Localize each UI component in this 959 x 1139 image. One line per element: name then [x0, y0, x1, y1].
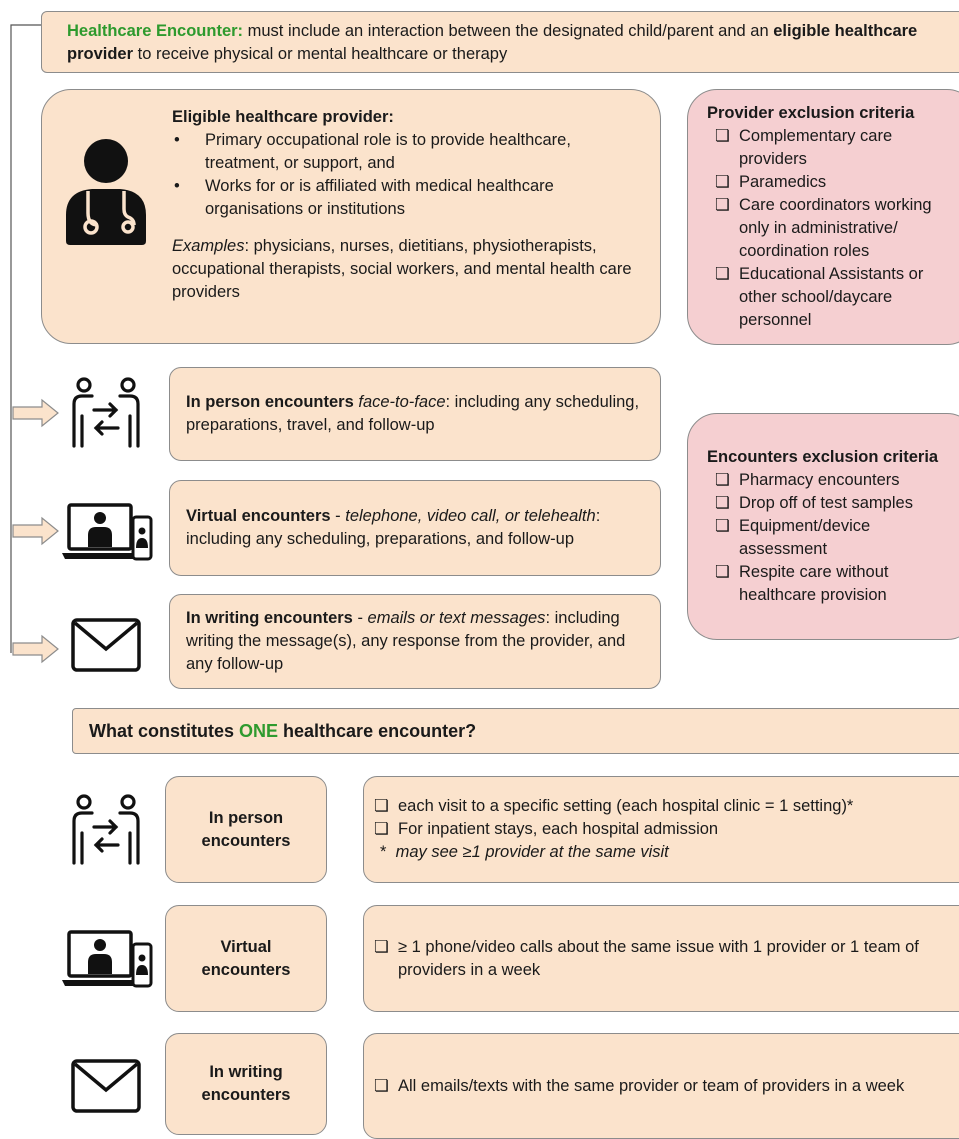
- list-item: ❏≥ 1 phone/video calls about the same is…: [374, 937, 919, 979]
- list-item: ❏Respite care without healthcare provisi…: [715, 563, 889, 604]
- one-encounter-heading-box: What constitutes ONE healthcare encounte…: [72, 708, 959, 754]
- checkbox-icon: ❏: [715, 265, 730, 283]
- list-item: ❏Complementary care providers: [715, 127, 893, 168]
- checkbox-icon: ❏: [374, 820, 389, 838]
- definition-list: ❏≥ 1 phone/video calls about the same is…: [366, 936, 936, 982]
- list-item: ❏For inpatient stays, each hospital admi…: [366, 818, 936, 841]
- definition-label-in-writing: In writing encounters: [165, 1033, 327, 1135]
- envelope-icon: [71, 618, 141, 672]
- footnote: * may see ≥1 provider at the same visit: [380, 843, 669, 861]
- arrow-right-icon: [12, 398, 59, 428]
- encounter-exclusion-title: Encounters exclusion criteria: [707, 448, 939, 466]
- list-item: Primary occupational role is to provide …: [172, 129, 642, 175]
- checkbox-icon: ❏: [715, 563, 730, 581]
- checkbox-icon: ❏: [715, 471, 730, 489]
- arrow-right-icon: [12, 516, 59, 546]
- checkbox-icon: ❏: [374, 1076, 389, 1095]
- definition-detail-virtual: ❏≥ 1 phone/video calls about the same is…: [363, 905, 959, 1012]
- virtual-encounters-box: Virtual encounters - telephone, video ca…: [169, 480, 661, 576]
- healthcare-encounter-definition: Healthcare Encounter: must include an in…: [41, 11, 959, 73]
- in-writing-encounters-box: In writing encounters - emails or text m…: [169, 594, 661, 689]
- provider-exclusion-title: Provider exclusion criteria: [707, 104, 915, 122]
- definition-detail-in-writing: ❏All emails/texts with the same provider…: [363, 1033, 959, 1139]
- in-person-exchange-icon: [72, 377, 140, 448]
- in-person-encounters-box: In person encounters face-to-face: inclu…: [169, 367, 661, 461]
- definition-title: Healthcare Encounter:: [67, 22, 244, 40]
- doctor-icon: [66, 139, 146, 245]
- checkbox-icon: ❏: [715, 127, 730, 145]
- checkbox-icon: ❏: [715, 196, 730, 214]
- checkbox-icon: ❏: [715, 173, 730, 191]
- list-item: ❏Pharmacy encounters: [707, 469, 947, 492]
- list-item: ❏Paramedics: [707, 171, 947, 194]
- in-person-exchange-icon: [72, 794, 140, 865]
- checkbox-icon: ❏: [374, 937, 389, 956]
- virtual-laptop-phone-icon: [62, 930, 153, 988]
- definition-label-in-person: In person encounters: [165, 776, 327, 883]
- list-item: ❏each visit to a specific setting (each …: [366, 795, 936, 818]
- arrow-right-icon: [12, 634, 59, 664]
- eligible-provider-box: Eligible healthcare provider: Primary oc…: [41, 89, 661, 344]
- definition-text: Healthcare Encounter: must include an in…: [67, 22, 918, 63]
- list-item: ❏All emails/texts with the same provider…: [366, 1075, 936, 1098]
- checkbox-icon: ❏: [715, 517, 730, 535]
- provider-exclusion-list: ❏Complementary care providers ❏Paramedic…: [707, 125, 947, 332]
- provider-examples: Examples: physicians, nurses, dietitians…: [172, 237, 632, 301]
- provider-criteria-list: Primary occupational role is to provide …: [172, 129, 642, 221]
- definition-list: ❏All emails/texts with the same provider…: [366, 1075, 936, 1098]
- encounter-exclusion-box: Encounters exclusion criteria ❏Pharmacy …: [687, 413, 959, 640]
- encounter-exclusion-list: ❏Pharmacy encounters ❏Drop off of test s…: [707, 469, 947, 607]
- virtual-laptop-phone-icon: [62, 503, 153, 561]
- definition-list: ❏each visit to a specific setting (each …: [366, 795, 936, 841]
- one-encounter-heading: What constitutes ONE healthcare encounte…: [89, 720, 477, 741]
- checkbox-icon: ❏: [374, 797, 389, 815]
- definition-label-virtual: Virtual encounters: [165, 905, 327, 1012]
- list-item: ❏Educational Assistants or other school/…: [715, 265, 924, 329]
- definition-detail-in-person: ❏each visit to a specific setting (each …: [363, 776, 959, 883]
- envelope-icon: [71, 1059, 141, 1113]
- list-item: ❏Drop off of test samples: [707, 492, 947, 515]
- list-item: Works for or is affiliated with medical …: [172, 175, 642, 221]
- checkbox-icon: ❏: [715, 494, 730, 512]
- provider-title: Eligible healthcare provider:: [172, 108, 394, 126]
- provider-exclusion-box: Provider exclusion criteria ❏Complementa…: [687, 89, 959, 345]
- list-item: ❏Equipment/device assessment: [715, 517, 871, 558]
- list-item: ❏Care coordinators working only in admin…: [715, 196, 932, 260]
